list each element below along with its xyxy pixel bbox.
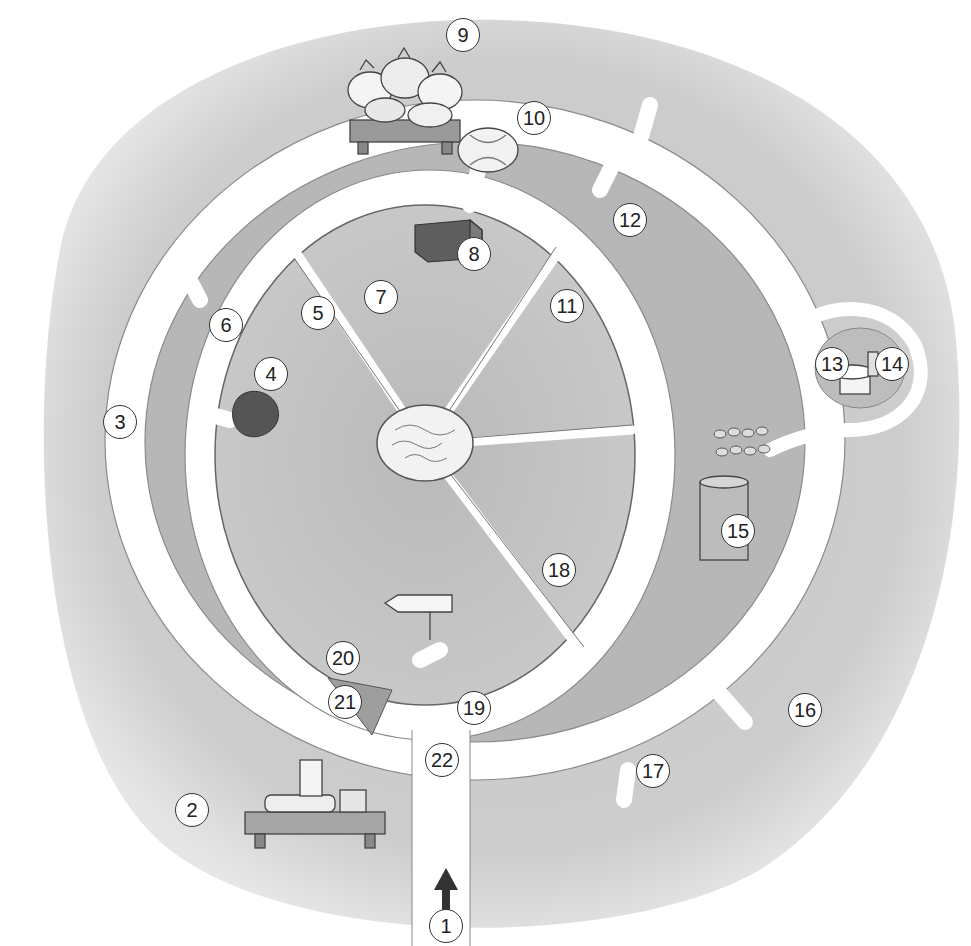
rock — [233, 391, 279, 436]
signpost — [385, 595, 452, 640]
callout-number: 10 — [517, 101, 551, 135]
callout-number: 22 — [425, 743, 459, 777]
callout-number: 19 — [457, 691, 491, 725]
callout-number: 15 — [721, 514, 755, 548]
callout-number: 14 — [875, 347, 909, 381]
entrance-path — [412, 706, 470, 946]
inner-path — [185, 170, 675, 740]
callout-number: 21 — [328, 685, 362, 719]
callout-number: 17 — [636, 754, 670, 788]
planting-band — [145, 142, 805, 742]
stepping-stones — [714, 427, 770, 456]
callout-number: 20 — [326, 641, 360, 675]
outer-path — [105, 100, 845, 780]
stone-slab — [328, 678, 392, 735]
side-paths — [180, 105, 745, 800]
callout-number: 13 — [815, 347, 849, 381]
round-bale — [458, 128, 518, 172]
callout-number: 11 — [550, 289, 584, 323]
callout-number: 2 — [175, 793, 209, 827]
tool-bench — [245, 760, 385, 848]
callout-number: 4 — [254, 357, 288, 391]
callout-number: 12 — [613, 203, 647, 237]
pond-ripples — [392, 425, 455, 462]
callout-number: 6 — [209, 308, 243, 342]
callout-number: 1 — [429, 909, 463, 943]
callout-number: 7 — [364, 280, 398, 314]
entrance-arrow — [434, 868, 458, 912]
callout-number: 18 — [542, 553, 576, 587]
callout-number: 5 — [301, 296, 335, 330]
spoke-edges — [294, 247, 632, 647]
garden-bed — [215, 205, 635, 705]
garden-spokes — [298, 250, 632, 650]
callout-number: 8 — [457, 237, 491, 271]
sack-bench — [348, 48, 462, 154]
pond — [377, 405, 473, 481]
callout-number: 9 — [446, 18, 480, 52]
callout-number: 16 — [788, 693, 822, 727]
callout-number: 3 — [103, 405, 137, 439]
ground — [44, 20, 960, 928]
toilet-path — [770, 309, 921, 450]
